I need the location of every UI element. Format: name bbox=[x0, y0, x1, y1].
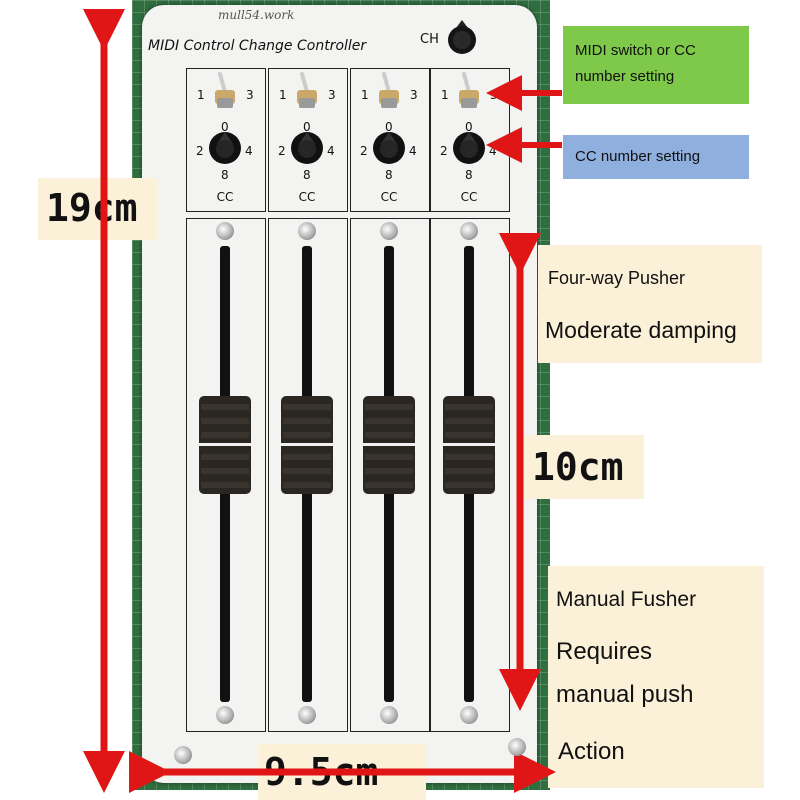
channel-3-knob-label-top: 0 bbox=[385, 120, 393, 134]
manual-pusher-callout: Manual Fusher Requires manual push Actio… bbox=[548, 566, 764, 788]
channel-3-knob-label-bottom: 8 bbox=[385, 168, 393, 182]
channel-3-toggle-switch[interactable] bbox=[376, 70, 402, 110]
manual-line-2: Requires bbox=[556, 638, 653, 665]
channel-2-knob-label-top: 0 bbox=[303, 120, 311, 134]
fader-travel-dimension-label: 10cm bbox=[524, 435, 644, 499]
channel-3-fader-screw-top bbox=[380, 222, 398, 240]
channel-2-fader-cap[interactable] bbox=[281, 396, 333, 495]
panel-screw-left bbox=[174, 746, 192, 764]
channel-3-fader-cap[interactable] bbox=[363, 396, 415, 495]
cc-setting-callout-text: CC number setting bbox=[575, 148, 701, 165]
channel-3-knob-label-left: 2 bbox=[360, 144, 368, 158]
manual-line-4: Action bbox=[558, 738, 625, 765]
four-way-desc: Moderate damping bbox=[545, 317, 737, 343]
manual-line-3: manual push bbox=[556, 681, 694, 708]
channel-3-switch-label-left: 1 bbox=[361, 88, 369, 102]
channel-4-fader-screw-bottom bbox=[460, 706, 478, 724]
channel-4-cc-label: CC bbox=[460, 190, 478, 204]
cc-setting-callout: CC number setting bbox=[563, 135, 749, 179]
channel-1-cc-knob[interactable] bbox=[206, 128, 244, 166]
panel-title: MIDI Control Change Controller bbox=[148, 38, 367, 54]
midi-switch-callout-text: MIDI switch or CC number setting bbox=[575, 42, 696, 85]
channel-2-fader-screw-bottom bbox=[298, 706, 316, 724]
four-way-title: Four-way Pusher bbox=[548, 268, 686, 288]
channel-4-knob-label-left: 2 bbox=[440, 144, 448, 158]
four-way-callout: Four-way Pusher Moderate damping bbox=[538, 245, 762, 363]
channel-4-cc-knob[interactable] bbox=[450, 128, 488, 166]
channel-3-fader-box bbox=[350, 218, 430, 732]
channel-1-knob-label-left: 2 bbox=[196, 144, 204, 158]
midi-switch-callout: MIDI switch or CC number setting bbox=[563, 26, 749, 104]
channel-label: CH bbox=[420, 32, 439, 47]
channel-1-knob-label-top: 0 bbox=[221, 120, 229, 134]
channel-4-knob-label-top: 0 bbox=[465, 120, 473, 134]
channel-1-knob-label-bottom: 8 bbox=[221, 168, 229, 182]
channel-2-cc-knob[interactable] bbox=[288, 128, 326, 166]
channel-3-control-box bbox=[350, 68, 430, 212]
channel-1-knob-label-right: 4 bbox=[245, 144, 253, 158]
channel-2-knob-label-bottom: 8 bbox=[303, 168, 311, 182]
panel-screw-right bbox=[508, 738, 526, 756]
channel-1-fader-screw-bottom bbox=[216, 706, 234, 724]
channel-4-fader-screw-top bbox=[460, 222, 478, 240]
channel-4-knob-label-bottom: 8 bbox=[465, 168, 473, 182]
channel-3-cc-knob[interactable] bbox=[370, 128, 408, 166]
channel-1-cc-label: CC bbox=[216, 190, 234, 204]
channel-2-cc-label: CC bbox=[298, 190, 316, 204]
channel-2-toggle-switch[interactable] bbox=[294, 70, 320, 110]
channel-2-switch-label-right: 3 bbox=[328, 88, 336, 102]
channel-3-cc-label: CC bbox=[380, 190, 398, 204]
channel-3-knob-label-right: 4 bbox=[409, 144, 417, 158]
channel-1-switch-label-left: 1 bbox=[197, 88, 205, 102]
channel-2-fader-box bbox=[268, 218, 348, 732]
fader-travel-dimension-text: 10cm bbox=[532, 445, 624, 489]
brand-label: mull54.work bbox=[218, 8, 295, 22]
manual-line-1: Manual Fusher bbox=[556, 588, 697, 611]
channel-1-fader-screw-top bbox=[216, 222, 234, 240]
channel-1-toggle-switch[interactable] bbox=[212, 70, 238, 110]
channel-4-toggle-switch[interactable] bbox=[456, 70, 482, 110]
channel-1-fader-box bbox=[186, 218, 266, 732]
channel-2-knob-label-right: 4 bbox=[327, 144, 335, 158]
channel-2-knob-label-left: 2 bbox=[278, 144, 286, 158]
channel-4-fader-cap[interactable] bbox=[443, 396, 495, 495]
channel-2-fader-screw-top bbox=[298, 222, 316, 240]
channel-2-control-box bbox=[268, 68, 348, 212]
channel-1-switch-label-right: 3 bbox=[246, 88, 254, 102]
channel-knob[interactable] bbox=[445, 18, 479, 56]
channel-4-switch-label-left: 1 bbox=[441, 88, 449, 102]
channel-1-fader-cap[interactable] bbox=[199, 396, 251, 495]
channel-1-control-box bbox=[186, 68, 266, 212]
channel-3-switch-label-right: 3 bbox=[410, 88, 418, 102]
channel-2-switch-label-left: 1 bbox=[279, 88, 287, 102]
channel-3-fader-screw-bottom bbox=[380, 706, 398, 724]
